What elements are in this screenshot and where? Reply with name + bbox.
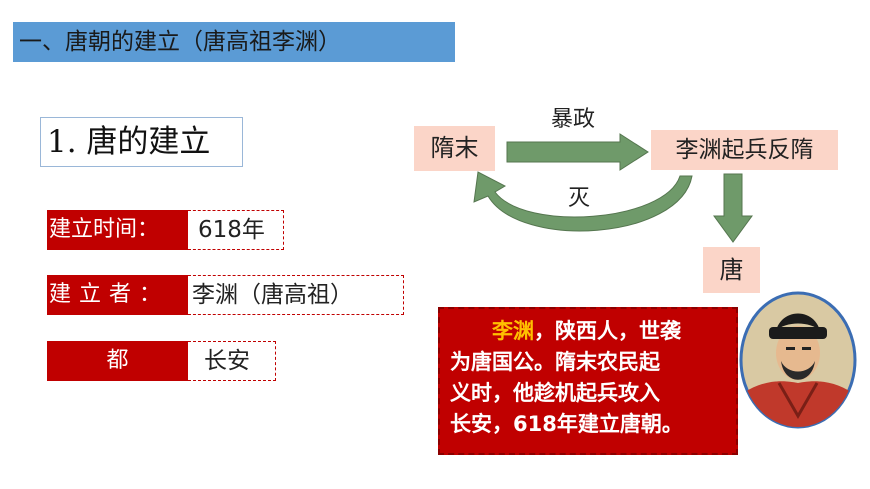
- tyranny-label: 暴政: [551, 107, 596, 132]
- fact-label-capital: 都: [47, 341, 188, 381]
- info-line-3: 义时，他趁机起兵攻入: [450, 381, 660, 405]
- fact-row-capital: 都 长安: [47, 341, 276, 381]
- fact-row-founding-time: 建立时间： 618年: [47, 210, 284, 250]
- liyuan-revolt-box: 李渊起兵反隋: [651, 130, 838, 170]
- tang-box: 唐: [703, 247, 760, 293]
- info-name: 李渊: [492, 319, 534, 343]
- section-heading: 1. 唐的建立: [40, 117, 243, 167]
- sui-end-box: 隋末: [414, 126, 495, 171]
- fact-value-capital: 长安: [188, 341, 276, 381]
- fact-label-founder: 建立者：: [47, 275, 188, 315]
- li-yuan-portrait: [739, 291, 857, 429]
- destroy-label: 灭: [568, 186, 591, 211]
- down-arrow: [713, 173, 753, 243]
- info-line-4: 长安，618年建立唐朝。: [450, 412, 683, 436]
- fact-row-founder: 建立者： 李渊（唐高祖）: [47, 275, 404, 315]
- fact-label-founding-time: 建立时间：: [47, 210, 188, 250]
- info-line-1-rest: ，陕西人，世袭: [534, 319, 681, 343]
- info-line-1: 李渊，陕西人，世袭: [450, 316, 726, 347]
- fact-value-founder: 李渊（唐高祖）: [188, 275, 404, 315]
- fact-value-founding-time: 618年: [188, 210, 284, 250]
- info-line-2: 为唐国公。隋末农民起: [450, 350, 660, 374]
- right-arrow: [506, 133, 649, 171]
- slide-title: 一、唐朝的建立（唐高祖李渊）: [13, 22, 455, 62]
- info-box: 李渊，陕西人，世袭 为唐国公。隋末农民起 义时，他趁机起兵攻入 长安，618年建…: [438, 307, 738, 455]
